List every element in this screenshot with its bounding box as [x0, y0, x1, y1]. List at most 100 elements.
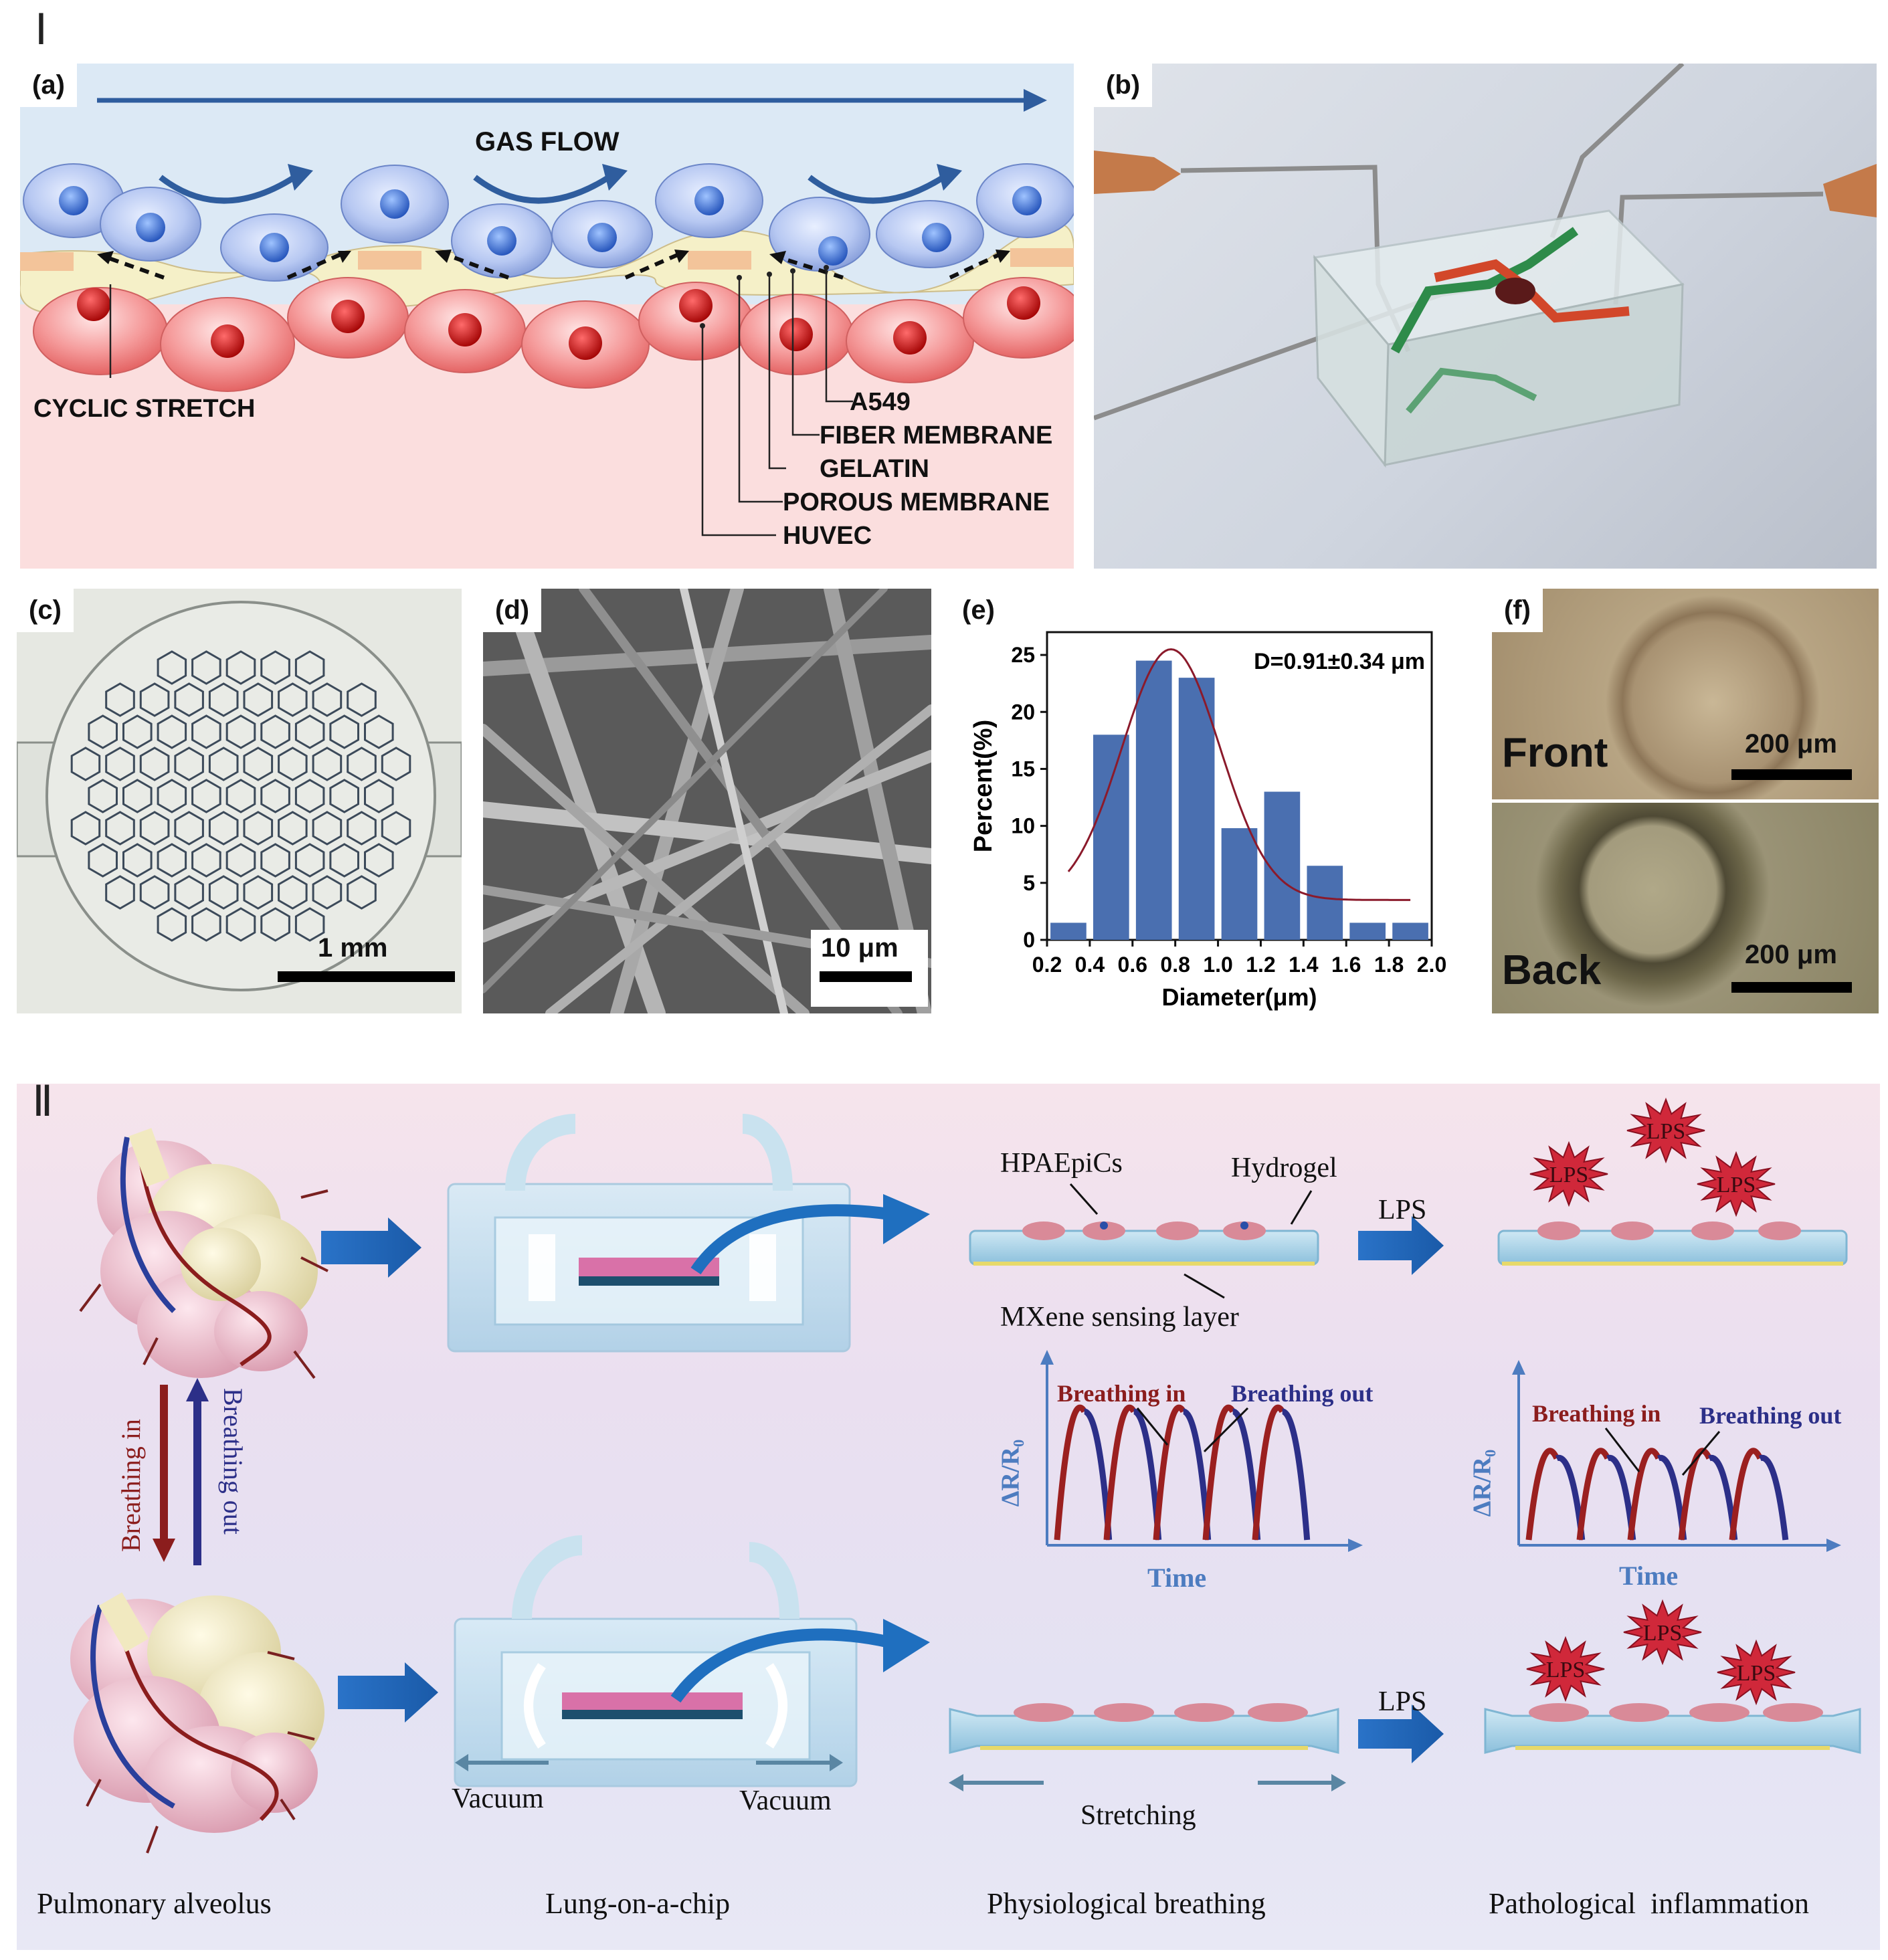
lps-star — [1623, 1599, 1702, 1666]
lps-arrow-label-top: LPS — [1378, 1195, 1427, 1226]
graph2-ylabel: ΔR/R₀ — [1468, 1449, 1497, 1517]
hexagon-pore — [174, 747, 204, 781]
lps-star-label: LPS — [1646, 1119, 1686, 1144]
hexagon-pore — [225, 843, 256, 878]
hexagon-pore — [364, 779, 394, 813]
hexagon-pore — [105, 747, 135, 781]
lps-star-label: LPS — [1546, 1658, 1586, 1682]
x-tick-label: 0.4 — [1075, 953, 1105, 977]
hexagon-pore — [208, 811, 239, 846]
lps-star — [1529, 1141, 1608, 1207]
panel-a-letter: (a) — [20, 64, 77, 107]
hexagon-pore — [157, 779, 187, 813]
alveolus-bottom — [70, 1592, 324, 1833]
hexagon-pore — [191, 907, 221, 942]
hexagon-pore — [312, 811, 343, 846]
vacuum-left-label: Vacuum — [452, 1783, 544, 1814]
hexagon-pore — [174, 682, 204, 717]
breathing-in-stroke — [1103, 1404, 1137, 1541]
x-tick-label: 1.4 — [1289, 953, 1319, 977]
x-tick-label: 2.0 — [1417, 953, 1446, 977]
x-tick-label: 1.6 — [1331, 953, 1361, 977]
layer-label-huvec: HUVEC — [783, 522, 872, 550]
panel-d-scale-bar — [820, 971, 912, 982]
hexagon-pore — [157, 650, 187, 685]
panel-f: (f) Front 200 μm Back 200 μm — [1492, 589, 1879, 1013]
hexagon-pore — [294, 714, 325, 749]
histogram-x-axis-label: Diameter(μm) — [1161, 983, 1317, 1011]
y-tick-label: 5 — [1023, 871, 1035, 895]
hexagon-pore — [278, 811, 308, 846]
hexagon-pore — [294, 779, 325, 813]
hexagon-pore — [278, 875, 308, 910]
callout-pointer — [1203, 1407, 1249, 1453]
callout-pointer — [1136, 1407, 1169, 1446]
hexagon-pore — [381, 747, 411, 781]
hexagon-pore — [312, 747, 343, 781]
hexagon-pore — [105, 811, 135, 846]
panel-e-letter: (e) — [950, 589, 1007, 632]
hexagon-pore — [122, 843, 153, 878]
breathing-out-stroke — [1759, 1454, 1789, 1541]
hexagon-pore — [347, 875, 377, 910]
hexagon-pore — [122, 779, 153, 813]
panel-c-scale-bar — [278, 971, 455, 982]
x-tick-label: 1.8 — [1374, 953, 1404, 977]
lps-star — [1526, 1636, 1605, 1702]
section-one-mark: Ⅰ — [35, 6, 48, 54]
x-tick-label: 1.2 — [1246, 953, 1275, 977]
hexagon-pore — [105, 682, 135, 717]
graph1-breathing-out: Breathing out — [1231, 1380, 1374, 1407]
gas-flow-label: GAS FLOW — [475, 127, 620, 157]
hexagon-pore — [88, 843, 118, 878]
histogram-y-axis-label: Percent(%) — [969, 720, 998, 853]
breathing-in-stroke — [1202, 1404, 1236, 1541]
y-tick-label: 10 — [1011, 814, 1035, 838]
panel-a-schematic — [20, 64, 1074, 569]
hexagon-pore — [364, 714, 394, 749]
caption-lung-on-a-chip: Lung-on-a-chip — [545, 1887, 731, 1920]
hexagon-pore — [191, 650, 221, 685]
hexagon-pore — [260, 779, 290, 813]
hexagon-pore — [70, 811, 101, 846]
stretching-label: Stretching — [1080, 1800, 1196, 1831]
lps-star-label: LPS — [1737, 1661, 1776, 1686]
histogram-bar — [1135, 660, 1172, 940]
panel-d: (d) 10 μm — [483, 589, 931, 1013]
hexagon-pore — [294, 843, 325, 878]
hexagon-pore — [208, 747, 239, 781]
graph2-xlabel: Time — [1619, 1561, 1679, 1591]
caption-pathological-inflammation: Pathological inflammation — [1489, 1887, 1810, 1920]
hpaepics-label: HPAEpiCs — [1000, 1148, 1123, 1179]
hexagon-pore — [191, 714, 221, 749]
hexagon-pore — [157, 714, 187, 749]
histogram-bar — [1349, 922, 1386, 940]
panel-f-letter: (f) — [1492, 589, 1543, 632]
breathing-in-stroke — [1576, 1448, 1610, 1541]
graph-x-arrowhead — [1348, 1539, 1363, 1552]
layer-label-gelatin: GELATIN — [820, 455, 929, 483]
x-tick-label: 0.8 — [1160, 953, 1190, 977]
y-tick-label: 0 — [1023, 928, 1035, 952]
breathing-in-vertical: Breathing in — [116, 1419, 146, 1552]
hexagon-pore — [243, 682, 274, 717]
graph1-breathing-in: Breathing in — [1057, 1380, 1186, 1407]
hexagon-pore — [139, 747, 170, 781]
breathing-in-stroke — [1252, 1404, 1285, 1541]
hexagon-pore — [347, 811, 377, 846]
breathing-in-stroke — [1153, 1404, 1186, 1541]
layer-label-porous-membrane: POROUS MEMBRANE — [783, 488, 1050, 516]
hexagon-pore — [329, 714, 359, 749]
back-micrograph — [1492, 803, 1879, 1013]
alveolus-top — [97, 1128, 318, 1378]
hexagon-pore — [260, 650, 290, 685]
hexagon-pore — [122, 714, 153, 749]
breathing-in-stroke — [1054, 1404, 1087, 1541]
gaussian-fit-curve — [1067, 648, 1411, 901]
hexagon-pore — [105, 875, 135, 910]
hexagon-pore — [243, 747, 274, 781]
panel-d-letter: (d) — [483, 589, 542, 632]
histogram-bar — [1221, 828, 1258, 940]
